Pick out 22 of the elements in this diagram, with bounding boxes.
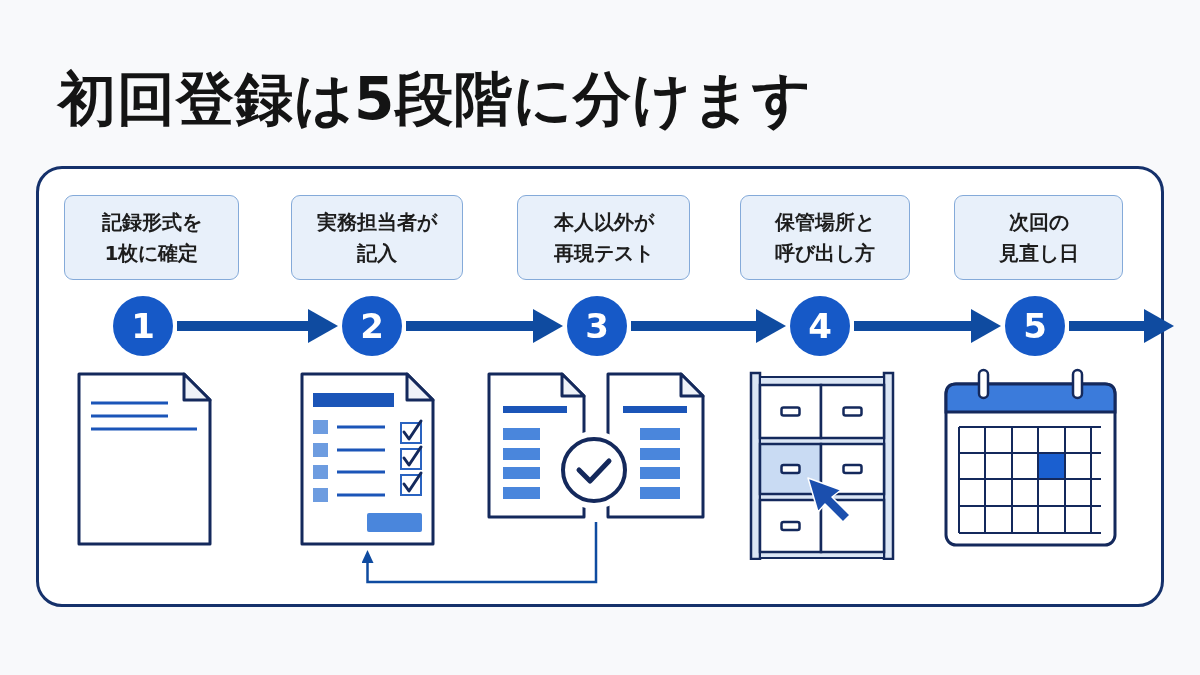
- step-label-box: 実務担当者が記入: [291, 195, 463, 280]
- arrow: [854, 309, 1001, 343]
- step-label-box: 次回の見直し日: [954, 195, 1123, 280]
- number-circle: 4: [790, 296, 850, 356]
- arrow: [177, 309, 338, 343]
- step-label-box: 保管場所と呼び出し方: [740, 195, 910, 280]
- number-circle: 5: [1005, 296, 1065, 356]
- step-label-box: 記録形式を1枚に確定: [64, 195, 239, 280]
- elbow-arrow: [361, 522, 598, 584]
- document-comparison-icon: [486, 371, 706, 520]
- title: 初回登録は5段階に分けます: [58, 66, 813, 133]
- number-circle: 3: [567, 296, 627, 356]
- arrow: [631, 309, 786, 343]
- arrow: [406, 309, 563, 343]
- filing-cabinet-icon: [749, 371, 895, 560]
- arrow: [1069, 309, 1174, 343]
- number-circle: 1: [113, 296, 173, 356]
- checklist-form-icon: [299, 371, 436, 547]
- number-circle: 2: [342, 296, 402, 356]
- document-icon: [76, 371, 213, 547]
- step-label-box: 本人以外が再現テスト: [517, 195, 690, 280]
- calendar-icon: [943, 368, 1118, 548]
